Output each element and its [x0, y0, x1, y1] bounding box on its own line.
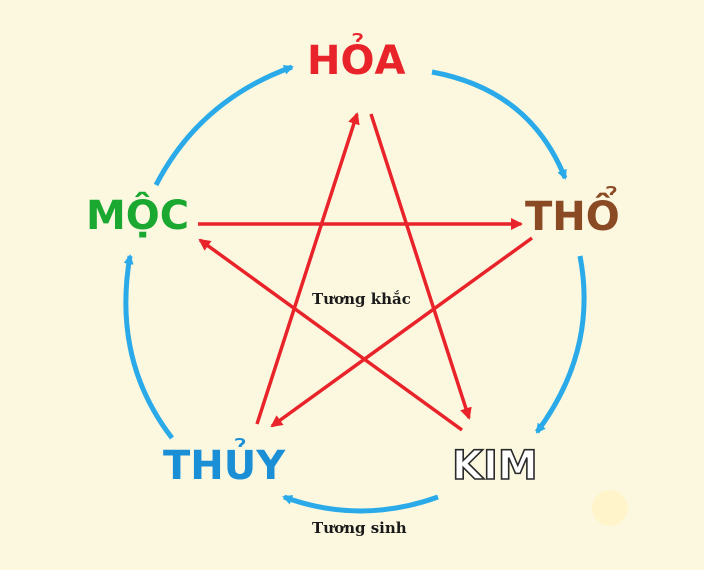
generating-arrow-hoa-to-tho: [431, 69, 568, 180]
overcoming-arrow-tho-to-thuy: [270, 236, 534, 428]
generating-arrow-tho-to-kim: [534, 255, 587, 434]
generating-arrow-moc-to-hoa: [153, 64, 294, 187]
element-moc: MỘC: [86, 193, 190, 239]
overcoming-arrow-kim-to-moc: [198, 238, 464, 432]
generating-arrow-thuy-to-moc: [123, 254, 174, 440]
highlight-blob: [592, 490, 628, 526]
generating-arrow-kim-to-thuy: [282, 494, 439, 514]
element-thuy: THỦY: [163, 443, 286, 489]
element-tho: THỔ: [525, 194, 620, 240]
generating-cycle-label: Tương sinh: [312, 519, 407, 537]
element-hoa: HỎA: [307, 38, 406, 84]
element-kim: KIM: [451, 443, 538, 489]
overcoming-arrow-hoa-to-kim: [369, 113, 472, 420]
overcoming-arrow-thuy-to-hoa: [255, 112, 360, 425]
overcoming-cycle-label: Tương khắc: [312, 290, 411, 308]
